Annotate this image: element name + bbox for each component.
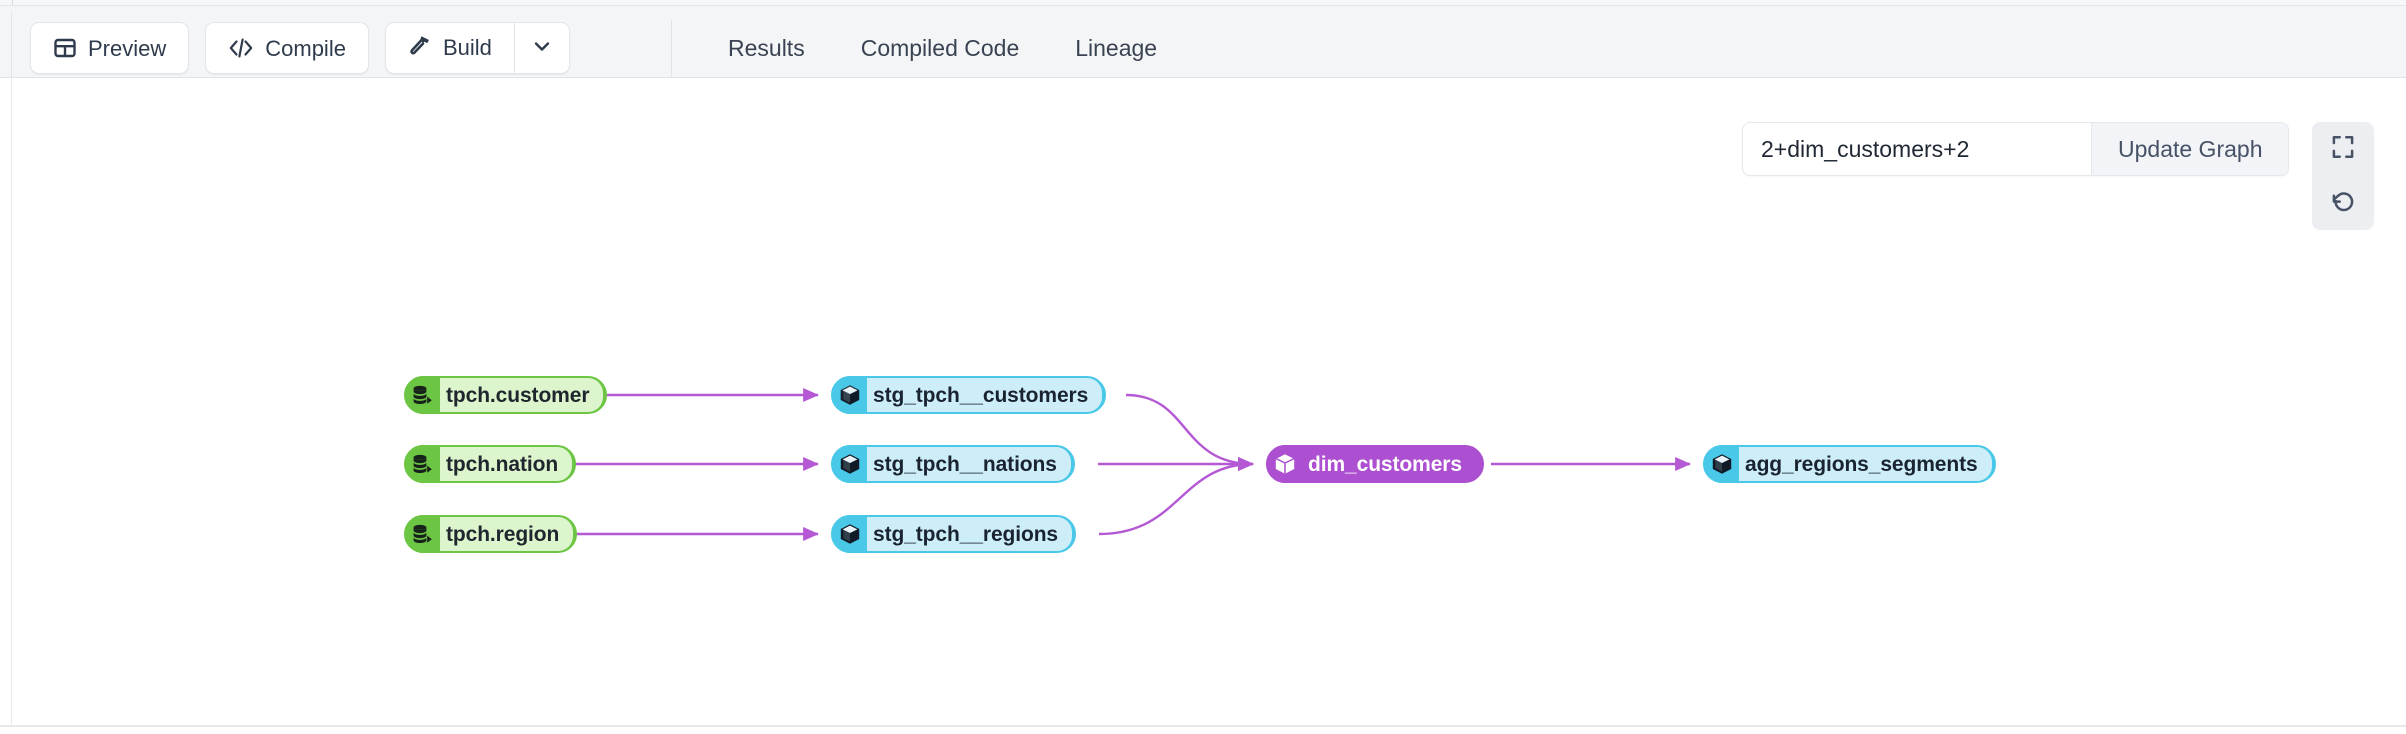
database-source-icon — [406, 515, 440, 553]
build-button[interactable]: Build — [386, 23, 514, 73]
preview-button[interactable]: Preview — [30, 22, 190, 74]
database-source-icon — [406, 445, 440, 483]
graph-control-separator — [2091, 123, 2092, 175]
lineage-nodes: tpch.customer tpch.nation — [0, 79, 2406, 727]
tab-compiled-code-label: Compiled Code — [860, 34, 1020, 61]
lineage-node-label: dim_customers — [1308, 452, 1462, 476]
tab-lineage[interactable]: Lineage — [1047, 12, 1186, 84]
lineage-node-label: stg_tpch__customers — [867, 378, 1103, 412]
lineage-node-label: tpch.nation — [440, 447, 573, 481]
cube-model-icon — [1705, 445, 1739, 483]
lineage-node-label: stg_tpch__nations — [867, 447, 1071, 481]
tab-results-label: Results — [728, 34, 805, 61]
lineage-node-label: tpch.customer — [440, 378, 604, 412]
toolbar-tabs-divider — [671, 20, 672, 78]
compile-button[interactable]: Compile — [205, 22, 369, 74]
lineage-node-dim-customers[interactable]: dim_customers — [1266, 445, 1484, 483]
lineage-node-stg-tpch-nations[interactable]: stg_tpch__nations — [831, 445, 1075, 483]
build-label: Build — [442, 35, 492, 60]
tab-compiled-code[interactable]: Compiled Code — [833, 12, 1048, 84]
reset-counterclockwise-icon — [2330, 188, 2356, 219]
expand-fullscreen-icon — [2330, 134, 2356, 165]
cube-model-icon — [1268, 445, 1302, 483]
update-graph-button[interactable]: Update Graph — [2092, 123, 2289, 175]
build-split-button: Build — [384, 22, 570, 74]
cube-model-icon — [833, 445, 867, 483]
compile-label: Compile — [265, 36, 346, 61]
toolbar-button-group: Preview Compile — [30, 22, 570, 74]
tab-lineage-label: Lineage — [1075, 34, 1158, 61]
cube-model-icon — [833, 376, 867, 414]
graph-view-controls — [2312, 122, 2374, 230]
cube-model-icon — [833, 515, 867, 553]
lineage-node-label: agg_regions_segments — [1739, 447, 1992, 481]
toolbar-left-rule — [11, 12, 12, 84]
lineage-node-agg-regions-segments[interactable]: agg_regions_segments — [1703, 445, 1996, 483]
fullscreen-button[interactable] — [2312, 122, 2374, 176]
database-source-icon — [406, 376, 440, 414]
table-grid-icon — [53, 36, 77, 60]
update-graph-label: Update Graph — [2118, 135, 2263, 162]
lineage-node-stg-tpch-customers[interactable]: stg_tpch__customers — [831, 376, 1107, 414]
hammer-icon — [408, 33, 432, 63]
canvas-bottom-rule — [0, 725, 2406, 727]
build-split-separator — [513, 23, 515, 73]
toolbar: Preview Compile — [0, 6, 2406, 84]
tab-bar: Results Compiled Code Lineage — [700, 12, 1186, 84]
lineage-node-stg-tpch-regions[interactable]: stg_tpch__regions — [831, 515, 1077, 553]
lineage-node-label: tpch.region — [440, 517, 574, 551]
build-dropdown-toggle[interactable] — [515, 23, 569, 73]
lineage-node-tpch-customer[interactable]: tpch.customer — [404, 376, 608, 414]
reset-graph-button[interactable] — [2312, 176, 2374, 230]
lineage-node-tpch-region[interactable]: tpch.region — [404, 515, 578, 553]
chevron-down-icon — [530, 34, 554, 63]
lineage-canvas[interactable]: tpch.customer tpch.nation — [0, 79, 2406, 727]
lineage-node-label: stg_tpch__regions — [867, 517, 1073, 551]
window-top-strip — [0, 0, 2406, 6]
top-strip-tick — [12, 0, 13, 6]
graph-selector-control: Update Graph — [1742, 122, 2290, 176]
tab-results[interactable]: Results — [700, 12, 833, 84]
code-brackets-icon — [228, 37, 254, 59]
model-selector-input[interactable] — [1743, 123, 2091, 175]
preview-label: Preview — [88, 36, 167, 61]
lineage-node-tpch-nation[interactable]: tpch.nation — [404, 445, 577, 483]
canvas-left-rule — [11, 79, 12, 727]
